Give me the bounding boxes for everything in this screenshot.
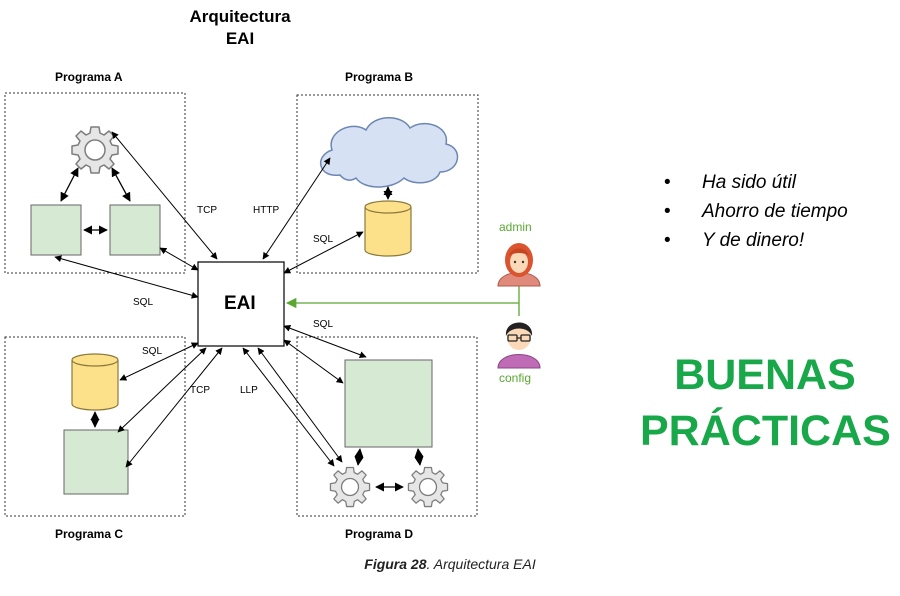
programa-c-app-box	[63, 429, 129, 495]
diagram-title-line2: EAI	[225, 29, 255, 48]
headline-line1: BUENAS	[674, 351, 856, 399]
database-icon	[71, 353, 119, 411]
gear-icon	[329, 466, 371, 508]
protocol-label-sql-b: SQL	[313, 234, 334, 245]
benefits-list: Ha sido útil Ahorro de tiempo Y de diner…	[660, 168, 848, 255]
protocol-label-llp-d: LLP	[240, 385, 258, 396]
admin-user-icon	[497, 243, 541, 287]
protocol-label-http-b: HTTP	[253, 205, 280, 216]
diagram-title-line1: Arquitectura	[189, 7, 291, 26]
eai-hub-label: EAI	[224, 293, 256, 314]
hub-links	[54, 131, 367, 468]
figure-caption-label: Figura 28	[364, 556, 427, 572]
programa-a-label: Programa A	[55, 70, 123, 84]
figure-caption-text: . Arquitectura EAI	[426, 556, 536, 572]
protocol-label-tcp-a: TCP	[197, 205, 217, 216]
programa-a-app-box-left	[30, 204, 82, 256]
cloud-icon	[320, 117, 459, 188]
headline-line2: PRÁCTICAS	[640, 407, 891, 455]
programa-d-label: Programa D	[345, 527, 414, 541]
programa-a-app-box-right	[109, 204, 161, 256]
programa-c-label: Programa C	[55, 527, 124, 541]
protocol-label-sql-c: SQL	[142, 346, 163, 357]
protocol-label-tcp-c: TCP	[190, 385, 210, 396]
benefit-item: Ahorro de tiempo	[660, 197, 848, 226]
protocol-label-sql-d: SQL	[313, 319, 334, 330]
admin-label: admin	[499, 220, 532, 234]
config-label: config	[499, 371, 532, 385]
gear-icon	[71, 126, 119, 174]
programa-b-label: Programa B	[345, 70, 414, 84]
figure-caption: Figura 28. Arquitectura EAI	[0, 556, 900, 572]
benefit-item: Y de dinero!	[660, 226, 848, 255]
protocol-label-sql-a: SQL	[133, 297, 154, 308]
config-user-icon	[497, 322, 541, 369]
admin-config-link	[285, 286, 520, 316]
benefit-item: Ha sido útil	[660, 168, 848, 197]
database-icon	[364, 200, 412, 257]
diagram-title: Arquitectura EAI	[175, 6, 305, 50]
gear-icon	[407, 466, 449, 508]
programa-d-app-box	[344, 359, 433, 448]
eai-hub-box	[197, 261, 285, 347]
